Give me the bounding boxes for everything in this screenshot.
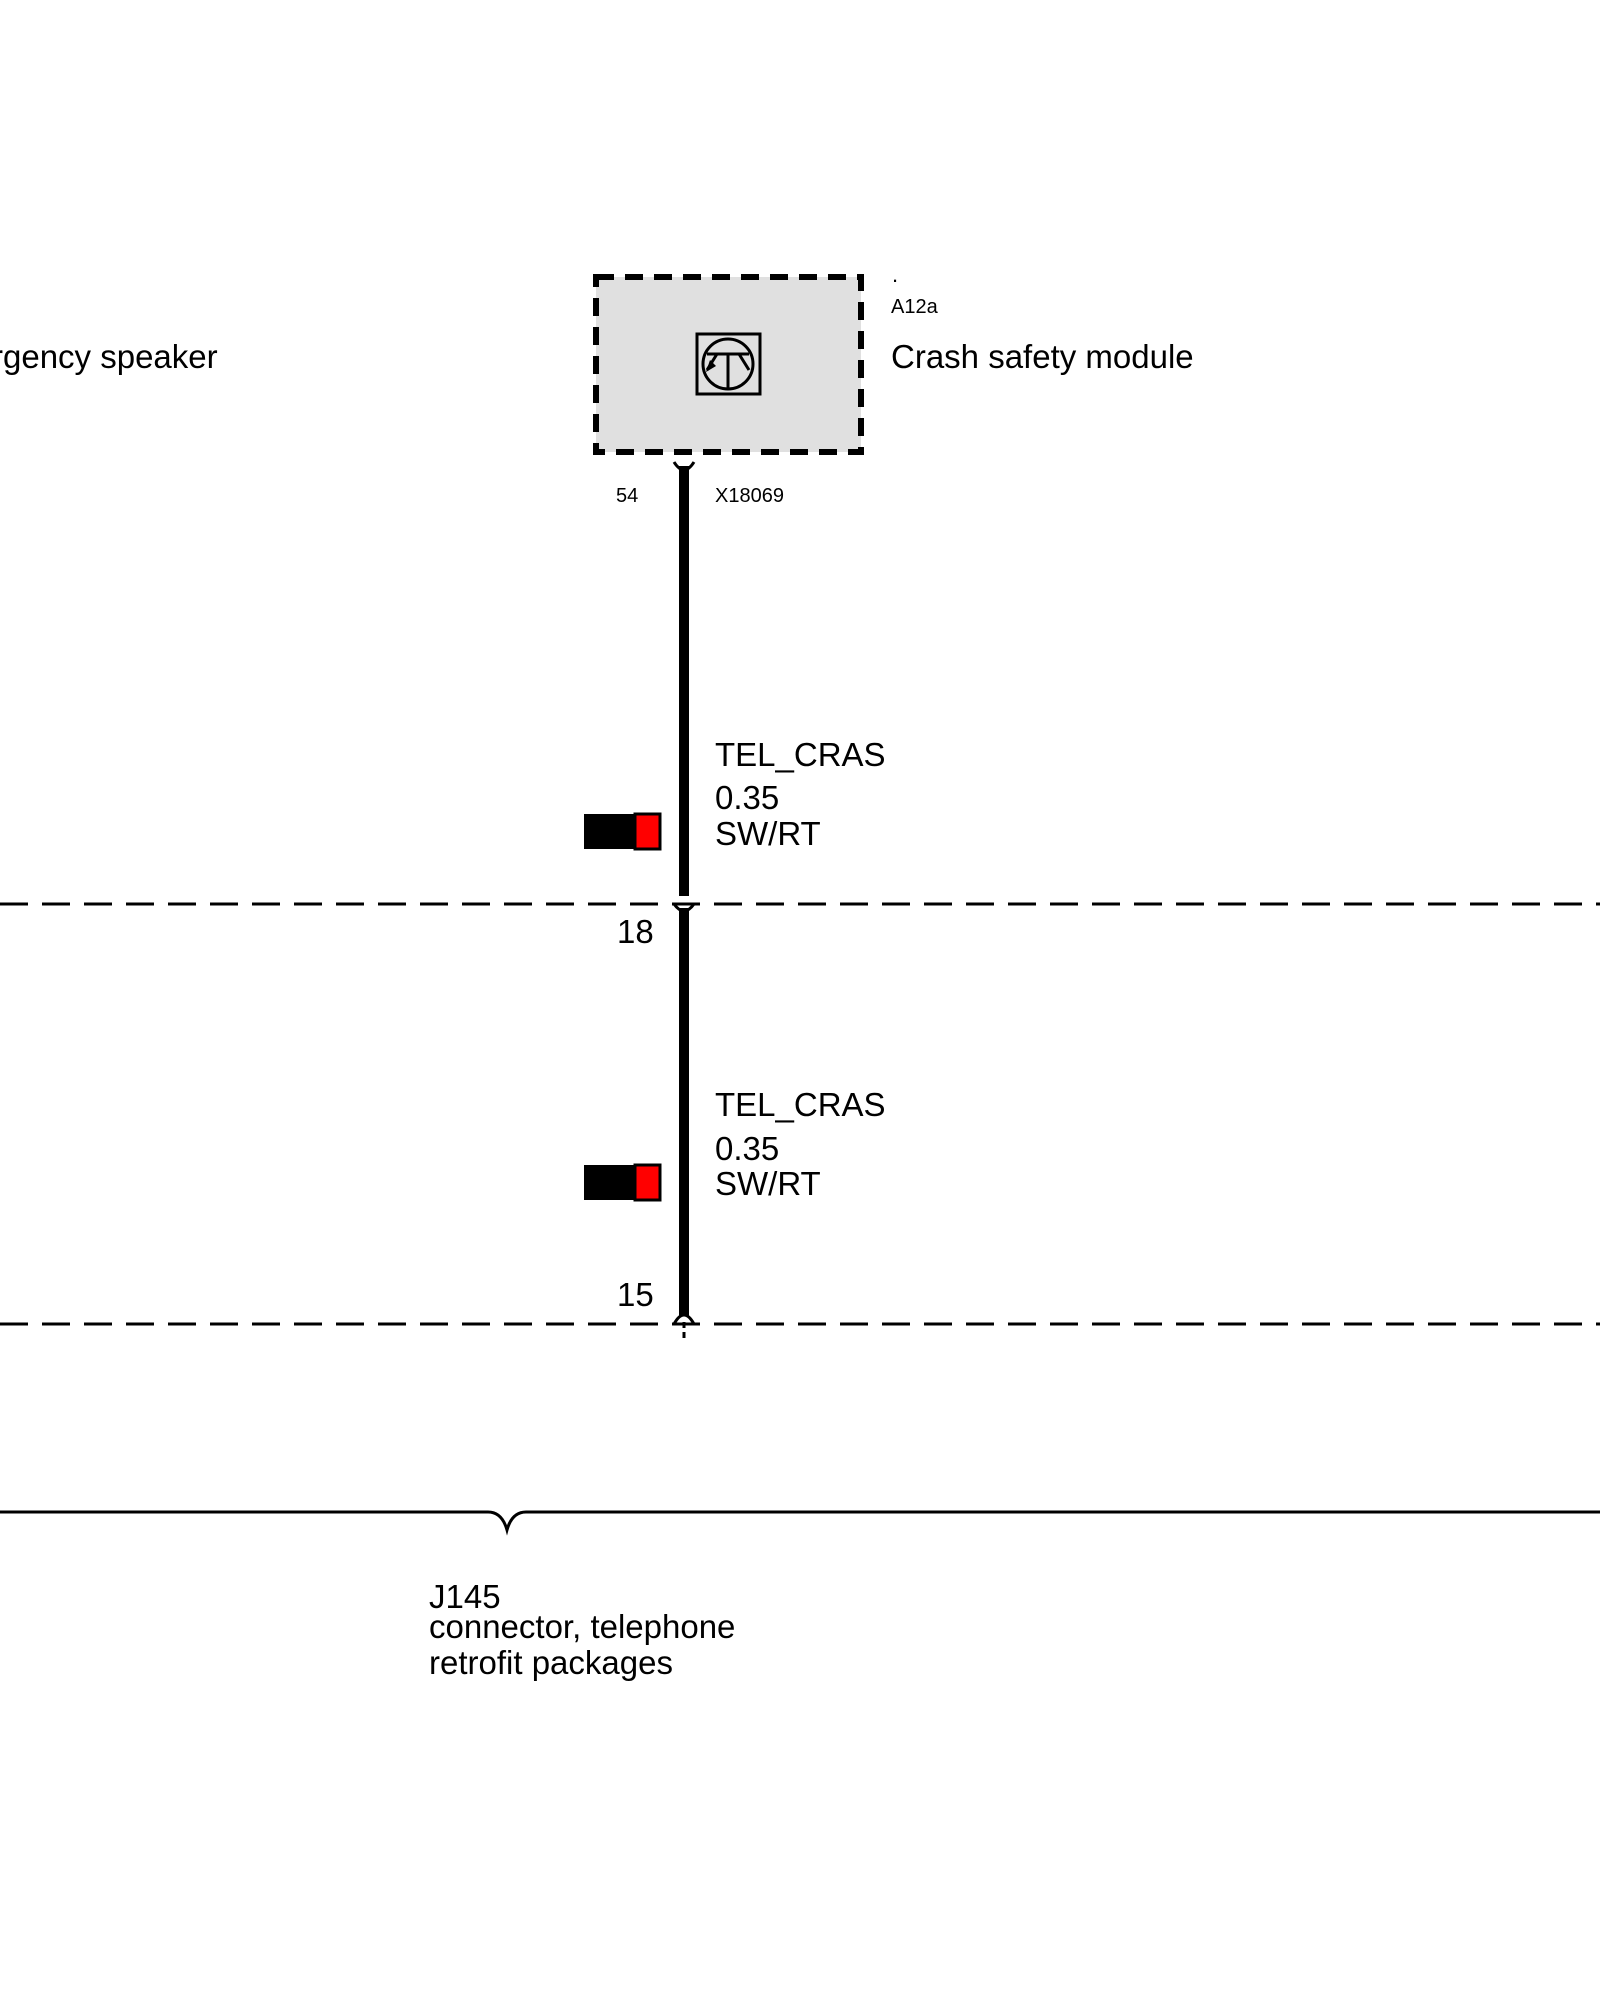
wire-signal-upper: TEL_CRAS [715,736,886,773]
module-pin-number: 54 [616,485,638,507]
crash-safety-module[interactable] [593,274,864,455]
connector-code[interactable]: J145 [429,1578,501,1615]
connector-description-line2: retrofit packages [429,1644,673,1681]
pin-18-label: 18 [617,913,654,950]
pin-15-label: 15 [617,1276,654,1313]
module-code: A12a [891,296,939,318]
connector-description-line1: connector, telephone [429,1608,735,1645]
module-name[interactable]: Crash safety module [891,338,1194,375]
wire-color-code-lower: SW/RT [715,1165,821,1202]
module-dot: . [892,262,898,287]
wire-signal-lower: TEL_CRAS [715,1086,886,1123]
module-connector-id: X18069 [715,485,784,507]
wire-gauge-upper: 0.35 [715,779,779,816]
connector-brace [0,1510,1600,1536]
emergency-speaker-label: rgency speaker [0,338,218,375]
wire-color-code-upper: SW/RT [715,815,821,852]
transistor-icon [695,332,762,396]
wire-color-swatch-upper [584,812,662,851]
wire-gauge-lower: 0.35 [715,1130,779,1167]
wire-color-swatch-lower [584,1163,662,1202]
